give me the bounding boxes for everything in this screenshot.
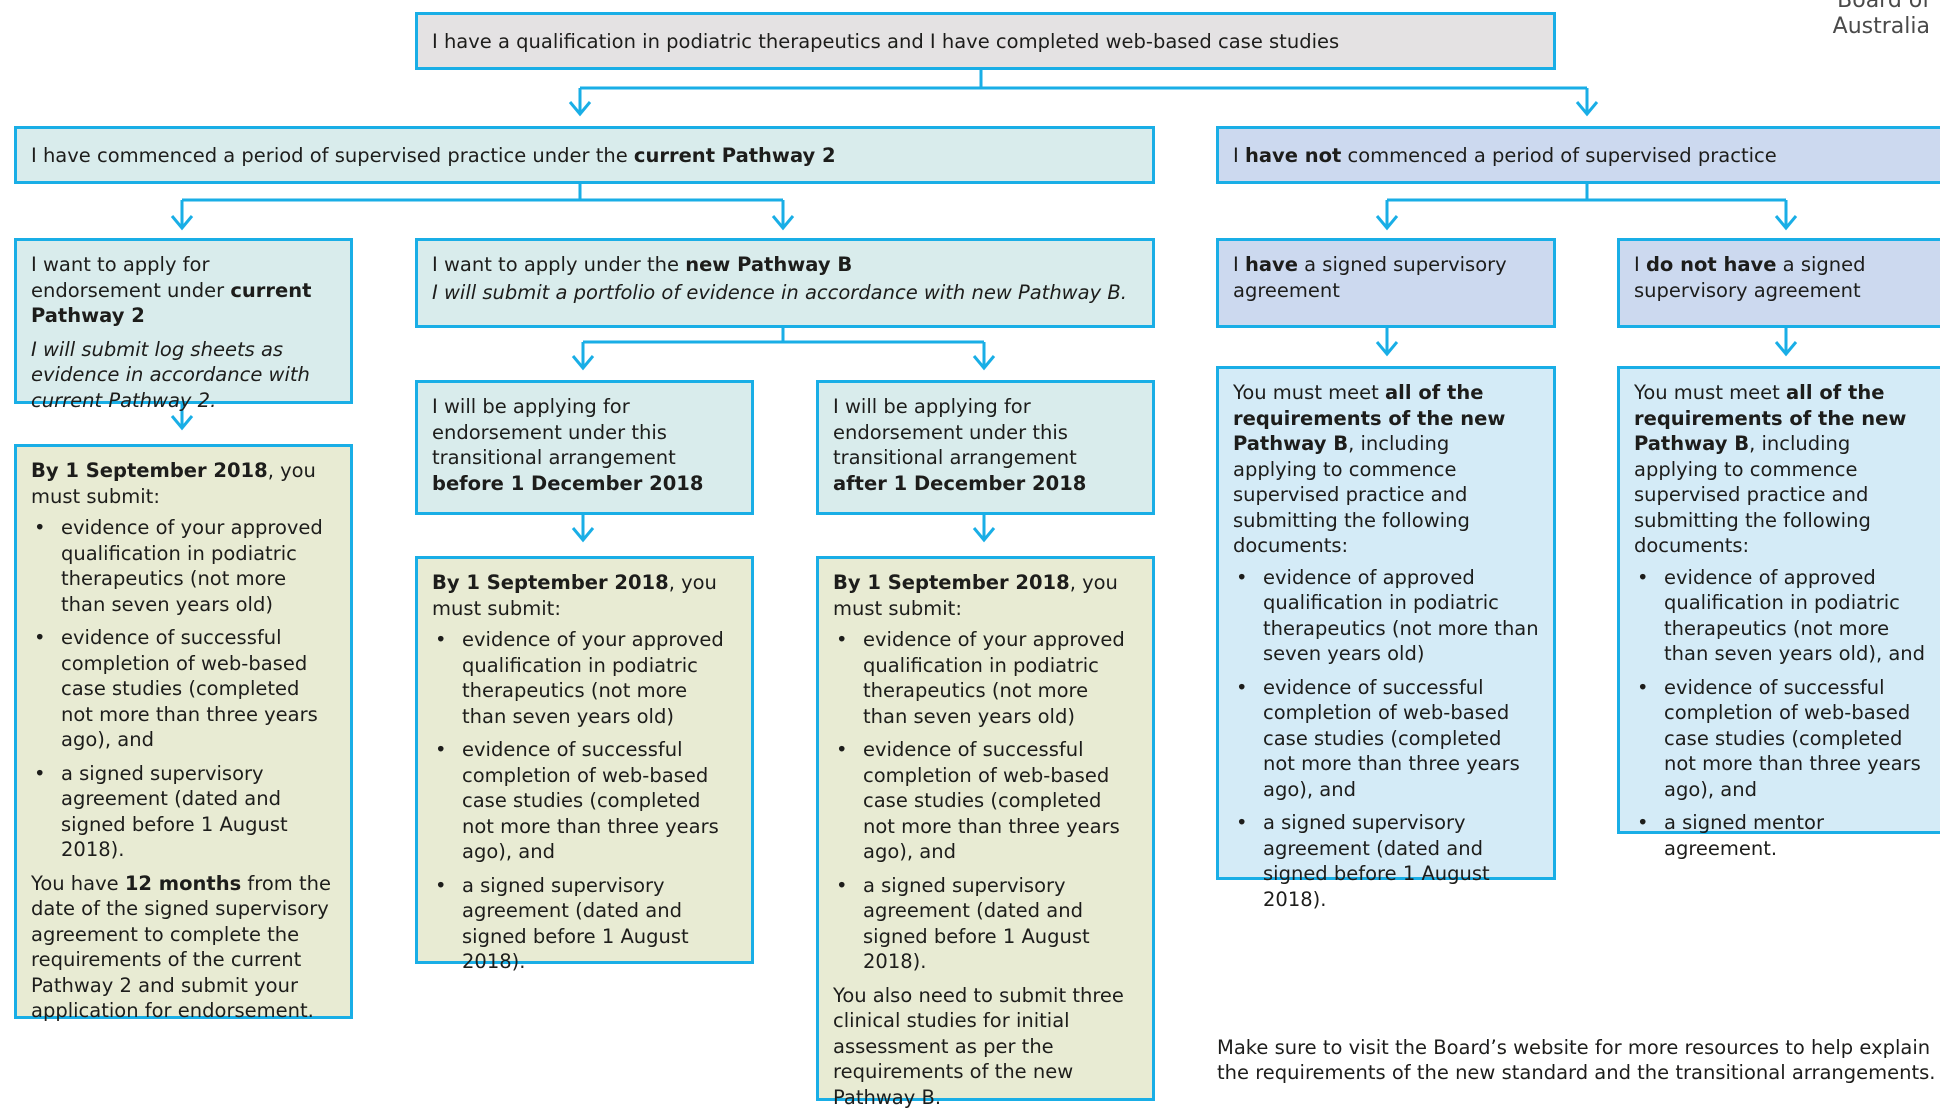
- left-header-box: I have commenced a period of supervised …: [14, 126, 1155, 184]
- pathwayB-box: I want to apply under the new Pathway B …: [415, 238, 1155, 328]
- logo: Board of Australia: [1833, 0, 1930, 40]
- requirements-donothave-box: You must meet all of the requirements of…: [1617, 366, 1940, 834]
- list-item: a signed supervisory agreement (dated an…: [1233, 810, 1539, 912]
- req-donothave-pre: You must meet: [1634, 381, 1786, 404]
- req-have-list: evidence of approved qualification in po…: [1233, 565, 1539, 913]
- req-after-lead: By 1 September 2018: [833, 571, 1070, 594]
- after-bold: after 1 December 2018: [833, 472, 1086, 495]
- list-item: evidence of approved qualification in po…: [1634, 565, 1930, 667]
- have-bold: have: [1245, 253, 1298, 276]
- requirements-have-box: You must meet all of the requirements of…: [1216, 366, 1556, 880]
- left-header-bold: current Pathway 2: [634, 144, 836, 167]
- pathwayB-bold: new Pathway B: [685, 253, 852, 276]
- req-p2-lead: By 1 September 2018: [31, 459, 268, 482]
- req-donothave-list: evidence of approved qualification in po…: [1634, 565, 1930, 862]
- right-header-box: I have not commenced a period of supervi…: [1216, 126, 1940, 184]
- before-bold: before 1 December 2018: [432, 472, 703, 495]
- list-item: evidence of successful completion of web…: [1233, 675, 1539, 803]
- requirements-after-box: By 1 September 2018, you must submit: ev…: [816, 556, 1155, 1101]
- requirements-pathway2-box: By 1 September 2018, you must submit: ev…: [14, 444, 353, 1019]
- top-box: I have a qualification in podiatric ther…: [415, 12, 1556, 70]
- right-header-post: commenced a period of supervised practic…: [1341, 144, 1776, 167]
- req-have-pre: You must meet: [1233, 381, 1385, 404]
- logo-line-1: Board of: [1833, 0, 1930, 14]
- pathway2-box: I want to apply for endorsement under cu…: [14, 238, 353, 404]
- req-after-note: You also need to submit three clinical s…: [833, 983, 1138, 1110]
- pathwayB-italic: I will submit a portfolio of evidence in…: [432, 280, 1138, 306]
- list-item: evidence of successful completion of web…: [31, 625, 336, 753]
- req-before-lead: By 1 September 2018: [432, 571, 669, 594]
- list-item: a signed supervisory agreement (dated an…: [833, 873, 1138, 975]
- list-item: a signed mentor agreement.: [1634, 810, 1930, 861]
- pathway2-text: I want to apply for endorsement under: [31, 253, 230, 302]
- donothave-bold: do not have: [1646, 253, 1777, 276]
- list-item: a signed supervisory agreement (dated an…: [432, 873, 737, 975]
- req-p2-list: evidence of your approved qualification …: [31, 515, 336, 863]
- requirements-before-box: By 1 September 2018, you must submit: ev…: [415, 556, 754, 964]
- right-header-pre: I: [1233, 144, 1245, 167]
- req-after-list: evidence of your approved qualification …: [833, 627, 1138, 975]
- after-box: I will be applying for endorsement under…: [816, 380, 1155, 515]
- pathwayB-text: I want to apply under the: [432, 253, 685, 276]
- after-text: I will be applying for endorsement under…: [833, 395, 1077, 469]
- list-item: evidence of your approved qualification …: [432, 627, 737, 729]
- right-header-bold: have not: [1245, 144, 1341, 167]
- have-pre: I: [1233, 253, 1245, 276]
- left-header-text: I have commenced a period of supervised …: [31, 144, 634, 167]
- before-box: I will be applying for endorsement under…: [415, 380, 754, 515]
- donothave-pre: I: [1634, 253, 1646, 276]
- list-item: evidence of successful completion of web…: [1634, 675, 1930, 803]
- req-before-list: evidence of your approved qualification …: [432, 627, 737, 975]
- list-item: evidence of successful completion of web…: [432, 737, 737, 865]
- have-agreement-box: I have a signed supervisory agreement: [1216, 238, 1556, 328]
- logo-line-2: Australia: [1833, 14, 1930, 40]
- donothave-agreement-box: I do not have a signed supervisory agree…: [1617, 238, 1940, 328]
- list-item: evidence of successful completion of web…: [833, 737, 1138, 865]
- top-box-text: I have a qualification in podiatric ther…: [432, 29, 1539, 55]
- list-item: evidence of your approved qualification …: [31, 515, 336, 617]
- list-item: evidence of your approved qualification …: [833, 627, 1138, 729]
- req-p2-after-pre: You have: [31, 872, 125, 895]
- pathway2-italic: I will submit log sheets as evidence in …: [31, 337, 336, 414]
- list-item: a signed supervisory agreement (dated an…: [31, 761, 336, 863]
- req-p2-after-bold: 12 months: [125, 872, 241, 895]
- list-item: evidence of approved qualification in po…: [1233, 565, 1539, 667]
- footer-note: Make sure to visit the Board’s website f…: [1217, 1035, 1937, 1085]
- before-text: I will be applying for endorsement under…: [432, 395, 676, 469]
